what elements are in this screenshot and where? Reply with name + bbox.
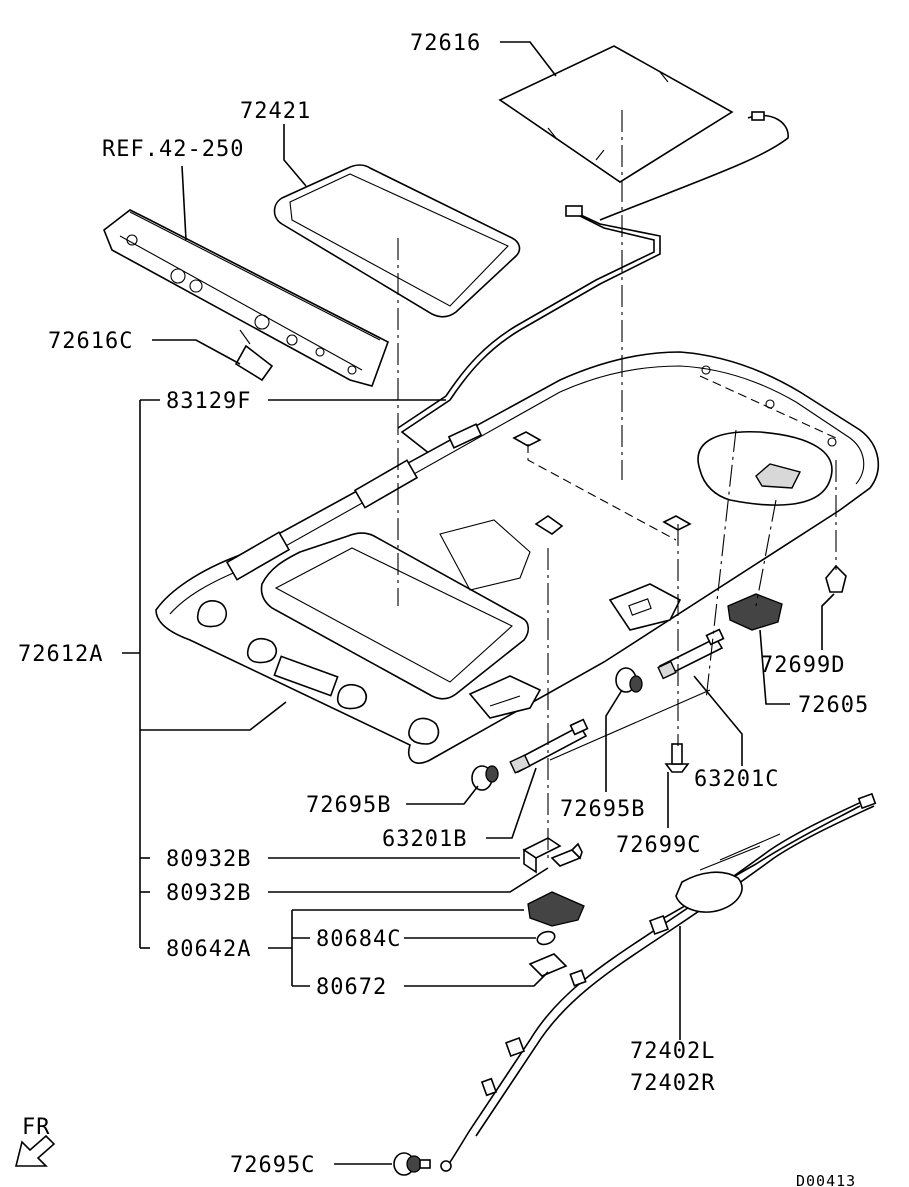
part-curtain-airbag[interactable]	[440, 792, 877, 1172]
label-80642a[interactable]: 80642A	[166, 937, 251, 962]
part-headlining[interactable]	[155, 351, 879, 764]
part-labels: 72616 72421 REF.42-250 72616C 83129F 726…	[18, 31, 869, 1187]
part-bulb-80684c[interactable]	[535, 929, 556, 946]
label-72612a[interactable]: 72612A	[18, 642, 103, 667]
part-holder-63201c[interactable]	[657, 628, 725, 680]
part-lens-80672[interactable]	[528, 953, 568, 977]
label-63201b[interactable]: 63201B	[382, 827, 467, 852]
part-clip-72699c[interactable]	[664, 743, 690, 773]
label-72695b-mid[interactable]: 72695B	[560, 797, 645, 822]
part-room-lamp[interactable]	[527, 891, 585, 927]
label-72421[interactable]: 72421	[240, 99, 311, 124]
part-bracket-80932b-1[interactable]	[522, 837, 562, 874]
part-roof-rail[interactable]	[103, 209, 389, 387]
label-80684c[interactable]: 80684C	[316, 927, 401, 952]
part-pad[interactable]	[234, 344, 274, 382]
part-clip-72699d[interactable]	[825, 564, 847, 593]
label-80932b-1[interactable]: 80932B	[166, 847, 251, 872]
label-ref-42-250[interactable]: REF.42-250	[102, 137, 244, 162]
assembly-lines	[239, 110, 837, 860]
leader-lines	[122, 41, 835, 1165]
label-72605[interactable]: 72605	[798, 693, 869, 718]
front-arrow-icon	[14, 1134, 56, 1167]
part-cap-72695b-left[interactable]	[471, 765, 499, 791]
label-72699d[interactable]: 72699D	[760, 653, 845, 678]
label-72699c[interactable]: 72699C	[616, 833, 701, 858]
part-bracket-80932b-2[interactable]	[550, 842, 583, 867]
label-72402r[interactable]: 72402R	[630, 1071, 715, 1096]
part-glass-seal[interactable]	[273, 164, 521, 318]
part-holder-63201b[interactable]	[509, 718, 589, 774]
label-80932b-2[interactable]: 80932B	[166, 881, 251, 906]
drawing-code: D00413	[796, 1172, 856, 1187]
label-front: FR	[22, 1115, 51, 1140]
label-72695b-left[interactable]: 72695B	[306, 793, 391, 818]
part-grab-handle[interactable]	[727, 593, 783, 631]
part-cap-72695b-mid[interactable]	[615, 667, 643, 693]
part-sunshade-panel[interactable]	[498, 45, 789, 221]
label-80672[interactable]: 80672	[316, 975, 387, 1000]
label-72616[interactable]: 72616	[410, 31, 481, 56]
label-72616c[interactable]: 72616C	[48, 329, 133, 354]
label-72695c[interactable]: 72695C	[230, 1153, 315, 1178]
label-83129f[interactable]: 83129F	[166, 389, 251, 414]
part-cap-72695c[interactable]	[393, 1152, 431, 1176]
label-63201c[interactable]: 63201C	[694, 767, 779, 792]
label-72402l[interactable]: 72402L	[630, 1039, 715, 1064]
